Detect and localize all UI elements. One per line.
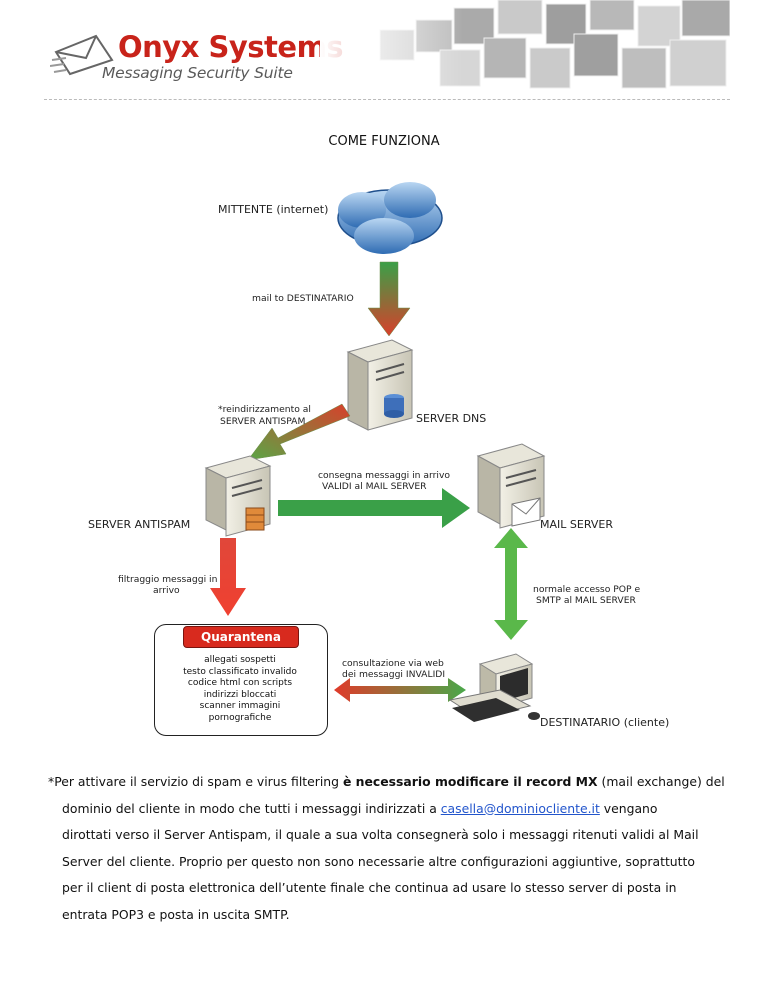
body-paragraph: *Per attivare il servizio di spam e viru…: [48, 769, 730, 929]
header-divider: [44, 99, 730, 100]
dns-server-icon: [346, 339, 414, 431]
mx-record-emphasis: è necessario modificare il record MX: [342, 774, 598, 789]
body-text-span: dominio del cliente in modo che tutti i …: [62, 800, 441, 816]
access-label-line2: SMTP al MAIL SERVER: [536, 595, 636, 606]
arrow-redirect: [247, 403, 351, 461]
brand-name: Onyx Systems: [118, 30, 344, 64]
redirect-label-line2: SERVER ANTISPAM: [220, 416, 306, 427]
arrow-web-consult: [334, 678, 466, 702]
recipient-label: DESTINATARIO (cliente): [540, 716, 670, 729]
mail-server-label: MAIL SERVER: [540, 518, 613, 531]
body-line-5: per il client di posta elettronica dell’…: [62, 880, 677, 896]
quarantine-item: pornografiche: [208, 712, 272, 723]
dns-server-label: SERVER DNS: [416, 412, 487, 425]
arrow-mail-down: [367, 261, 411, 337]
filter-label-line2: arrivo: [153, 585, 180, 596]
quarantine-item: indirizzi bloccati: [203, 689, 277, 700]
redirect-label-line1: *reindirizzamento al: [218, 404, 311, 415]
quarantine-item: allegati sospetti: [204, 655, 276, 665]
body-text-span: (mail exchange) del: [597, 774, 725, 789]
brand-tagline: Messaging Security Suite: [102, 64, 293, 82]
quarantine-item: testo classificato invalido: [183, 666, 297, 677]
body-line-3: dirottati verso il Server Antispam, il q…: [62, 827, 699, 843]
internet-cloud-icon: [337, 182, 443, 254]
mail-server-icon: [476, 443, 546, 529]
antispam-server-label: SERVER ANTISPAM: [88, 518, 191, 531]
arrow-deliver: [278, 488, 470, 528]
arrow-filter: [210, 538, 246, 616]
document-title: COME FUNZIONA: [328, 134, 440, 149]
consult-label-line1: consultazione via web: [342, 658, 444, 669]
quarantine-item: codice html con scripts: [187, 678, 293, 688]
sender-label: MITTENTE (internet): [218, 203, 329, 216]
body-line-4: Server del cliente. Proprio per questo n…: [62, 853, 695, 869]
body-line-2: dominio del cliente in modo che tutti i …: [48, 796, 730, 823]
quarantine-title: Quarantena: [183, 626, 299, 648]
antispam-server-icon: [204, 455, 272, 537]
body-line-6: entrata POP3 e posta in uscita SMTP.: [62, 906, 290, 922]
mail-to-label: mail to DESTINATARIO: [252, 293, 354, 304]
consult-label-line2: dei messaggi INVALIDI: [342, 669, 446, 680]
body-text-span: vengano: [599, 800, 658, 816]
body-line-1: *Per attivare il servizio di spam e viru…: [48, 769, 730, 796]
quarantine-list: allegati sospetti testo classificato inv…: [154, 655, 326, 724]
access-label-line1: normale accesso POP e: [533, 584, 641, 595]
envelope-logo-icon: [50, 34, 114, 76]
quarantine-item: scanner immagini: [199, 701, 281, 711]
header-cubes-graphic: [320, 0, 730, 96]
email-link[interactable]: casella@dominiocliente.it: [440, 800, 600, 816]
deliver-label-line1: consegna messaggi in arrivo: [318, 470, 451, 481]
recipient-computer-icon: [448, 653, 540, 722]
arrow-pop-smtp: [494, 528, 528, 640]
deliver-label-line2: VALIDI al MAIL SERVER: [322, 481, 427, 492]
body-text-span: *Per attivare il servizio di spam e viru…: [48, 774, 343, 789]
filter-label-line1: filtraggio messaggi in: [118, 574, 218, 585]
